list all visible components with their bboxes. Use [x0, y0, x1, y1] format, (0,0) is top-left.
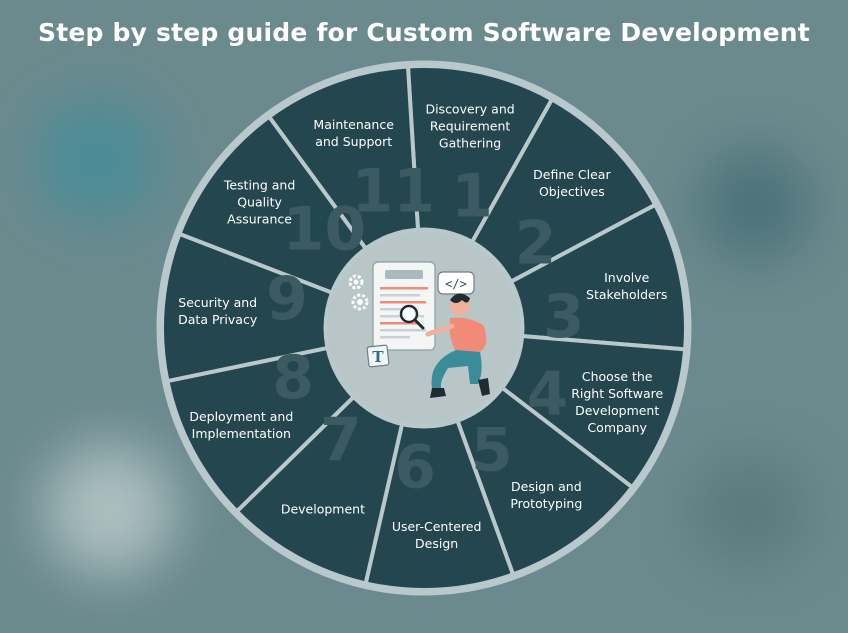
step-label-3: Involve Stakeholders: [586, 270, 668, 303]
center-hub: </> T: [323, 227, 525, 429]
code-tag-icon: </>: [437, 271, 475, 295]
step-number-6: 6: [394, 433, 436, 503]
step-number-5: 5: [471, 415, 513, 485]
badge-icon: T: [366, 344, 390, 368]
step-label-9: Security and Data Privacy: [178, 295, 258, 328]
step-label-8: Deployment and Implementation: [189, 409, 294, 442]
gear-icon: [348, 274, 369, 311]
step-label-1: Discovery and Requirement Gathering: [425, 101, 515, 151]
badge-letter: T: [372, 348, 384, 366]
step-number-8: 8: [272, 343, 314, 413]
background-blob-light: [45, 445, 175, 575]
step-number-9: 9: [266, 264, 308, 334]
background-blob-shadow: [690, 455, 810, 565]
step-number-2: 2: [515, 208, 557, 278]
step-label-6: User-Centered Design: [391, 518, 482, 551]
background-blob-teal: [38, 100, 158, 220]
background-blob-dark: [700, 150, 810, 260]
page-title: Step by step guide for Custom Software D…: [38, 18, 810, 47]
wheel-segments: [160, 64, 688, 592]
person-figure: [425, 293, 490, 398]
step-label-5: Design and Prototyping: [510, 478, 583, 511]
step-number-10: 10: [283, 195, 367, 265]
document-icon: [372, 261, 436, 351]
step-number-4: 4: [526, 359, 568, 429]
magnifier-icon: [399, 304, 425, 330]
step-label-10: Testing and Quality Assurance: [223, 177, 296, 227]
step-number-7: 7: [320, 406, 362, 476]
step-label-11: Maintenance and Support: [313, 117, 394, 150]
step-label-2: Define Clear Objectives: [533, 167, 611, 200]
step-number-11: 11: [352, 156, 436, 226]
code-tag-label: </>: [445, 277, 467, 291]
step-number-1: 1: [451, 161, 493, 231]
step-label-4: Choose the Right Software Development Co…: [571, 369, 664, 436]
step-label-7: Development: [280, 501, 365, 517]
step-number-3: 3: [543, 282, 585, 352]
